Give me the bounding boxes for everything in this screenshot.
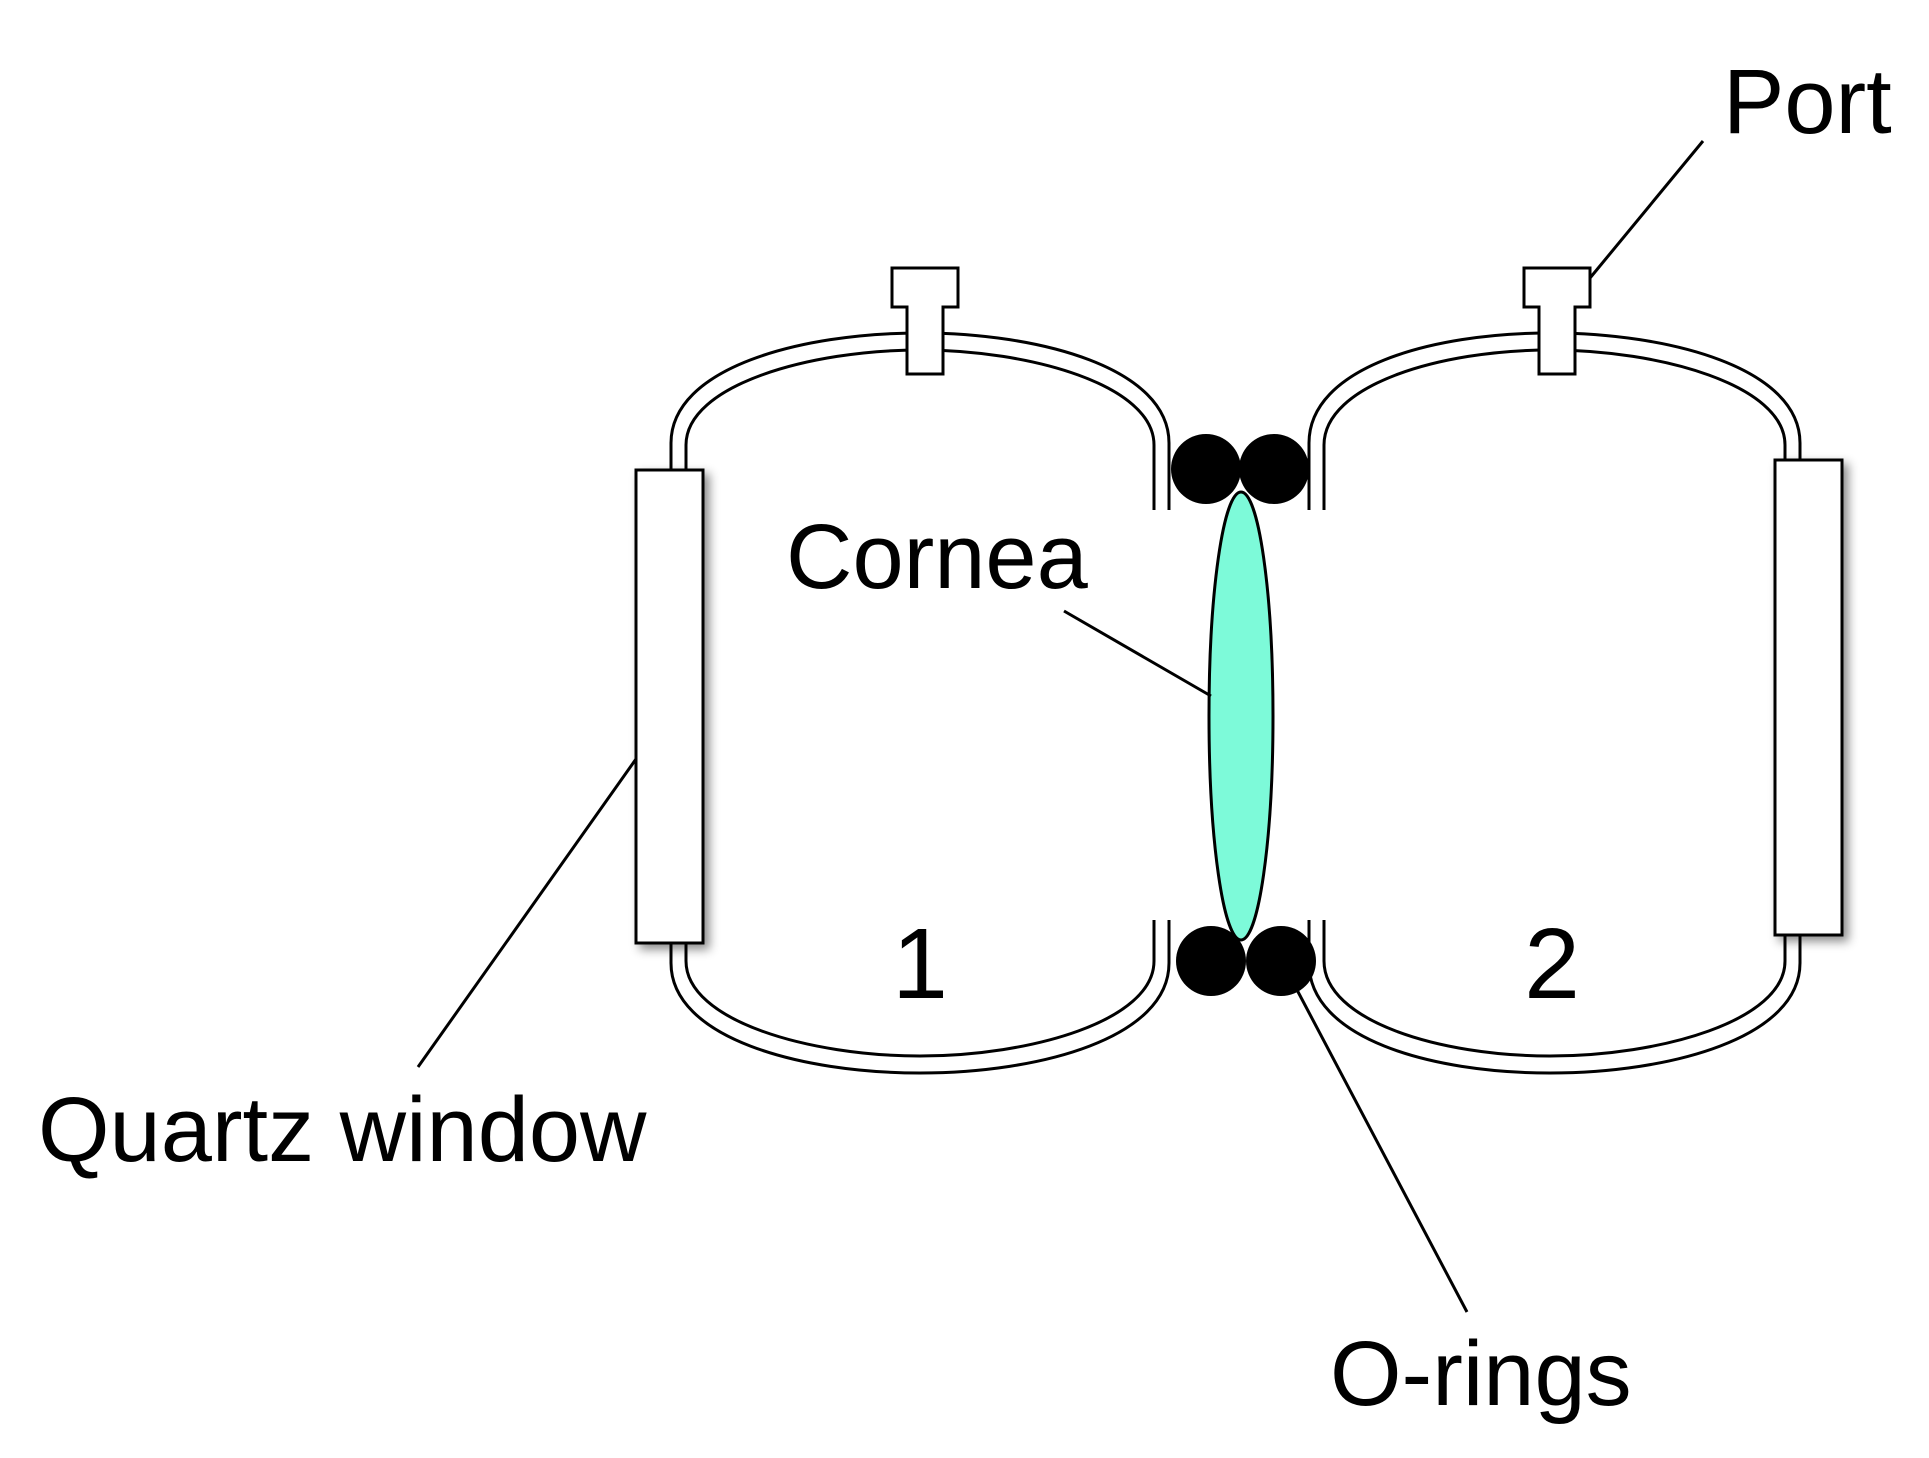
port-label: Port: [1723, 51, 1892, 153]
o-ring-bottom-left: [1176, 926, 1246, 996]
quartz-window-left: [634, 468, 705, 945]
port-1: [890, 266, 960, 376]
chamber-2: [1307, 266, 1844, 1075]
chamber-1-inner-wall-bottom: [684, 920, 1156, 1058]
quartz-window-leader-line: [416, 758, 638, 1068]
chamber-2-outer-wall-bottom: [1307, 920, 1802, 1075]
chamber-1-number: 1: [892, 908, 948, 1020]
quartz-window-right: [1773, 458, 1844, 937]
o-rings-group: [1171, 434, 1316, 996]
cornea-label: Cornea: [786, 506, 1089, 608]
chamber-2-number: 2: [1524, 908, 1580, 1020]
o-rings-label: O-rings: [1330, 1323, 1632, 1425]
o-ring-bottom-right: [1246, 926, 1316, 996]
port-leader-line: [1588, 140, 1705, 279]
o-ring-top-right: [1239, 434, 1309, 504]
cornea-leader-line: [1063, 609, 1212, 698]
quartz-window-label: Quartz window: [38, 1079, 647, 1181]
o-ring-top-left: [1171, 434, 1241, 504]
o-rings-leader-line: [1294, 987, 1469, 1313]
port-2: [1522, 266, 1592, 376]
chamber-1: [634, 266, 1171, 1075]
chamber-1-outer-wall-bottom: [669, 920, 1171, 1075]
cornea-shape: [1207, 490, 1275, 942]
chamber-2-inner-wall-bottom: [1322, 920, 1787, 1058]
